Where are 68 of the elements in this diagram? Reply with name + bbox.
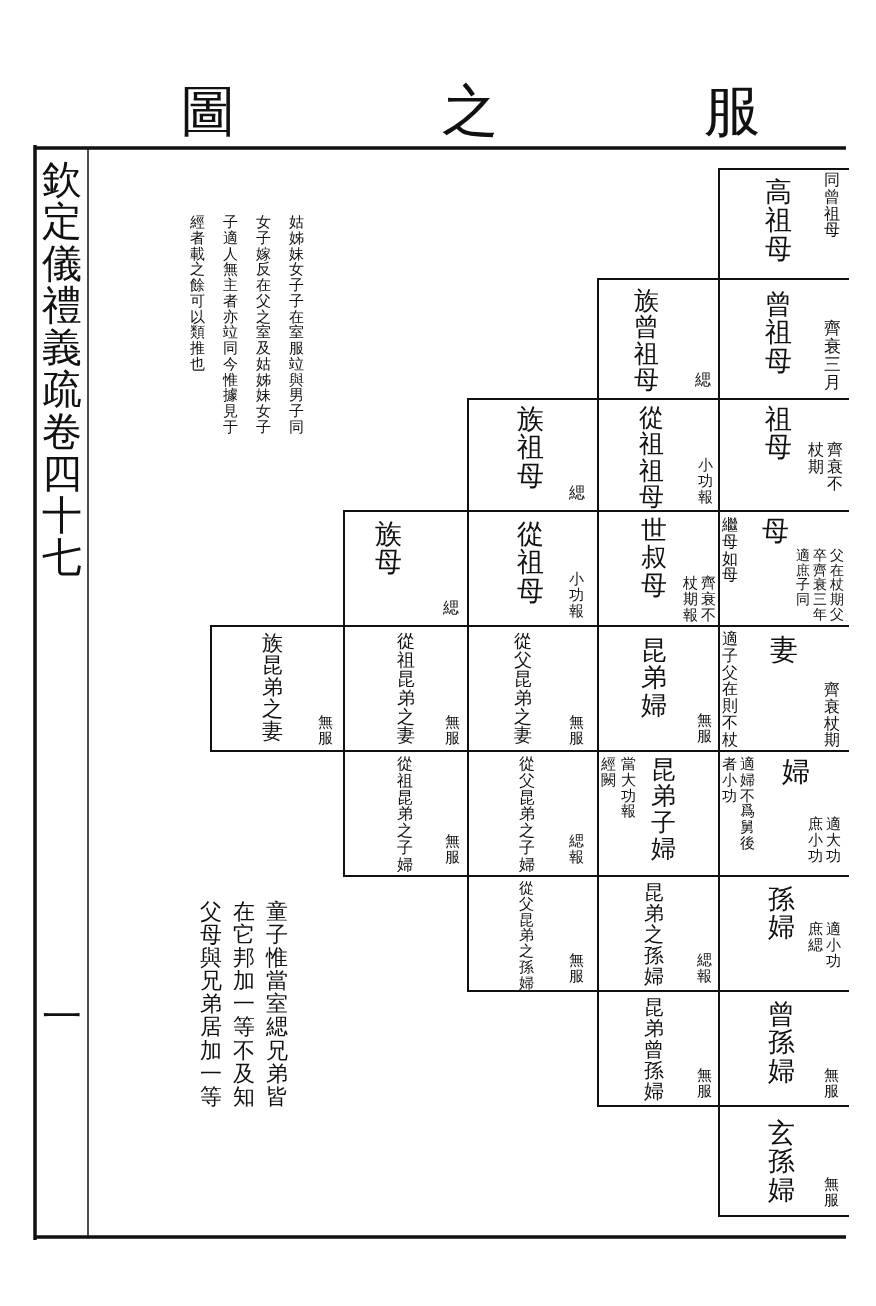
mourning-note: 小功報 [698, 458, 713, 507]
mourning-note: 齊衰不杖期 [808, 442, 843, 495]
mourning-note: 緦報 [569, 834, 584, 867]
kinship-cell [210, 625, 345, 752]
title: 服之圖 [180, 82, 760, 142]
mourning-note: 適小功庶緦 [808, 922, 841, 971]
kinship-cell [597, 278, 720, 400]
relation-name: 孫婦 [768, 885, 795, 943]
relation-name: 族昆弟之妻 [262, 632, 283, 744]
relation-name: 母 [762, 517, 789, 547]
kinship-cell [467, 875, 599, 992]
mourning-note: 緦 [443, 600, 459, 618]
relation-name: 從祖昆弟之子婦 [397, 756, 413, 875]
relation-name: 族祖母 [517, 405, 544, 492]
mourning-note: 無服 [445, 834, 460, 867]
book-title: 欽定儀禮義疏卷四十七 [42, 158, 82, 579]
relation-name: 玄孫婦 [768, 1119, 795, 1206]
relation-name: 曾祖母 [765, 290, 792, 377]
mourning-note: 齊衰杖期 [824, 682, 840, 751]
relation-name: 從父昆弟之子婦 [519, 756, 535, 875]
mourning-note: 無服 [697, 713, 712, 746]
mourning-note: 適大功庶小功 [808, 817, 841, 866]
mourning-note: 適婦不爲舅後者小功 [722, 757, 755, 853]
mourning-note: 小功報 [569, 572, 584, 621]
mourning-note: 無服 [445, 715, 460, 748]
mourning-note: 適子父在則不杖 [722, 631, 738, 750]
mourning-note: 無服 [569, 953, 584, 986]
mourning-note: 同曾祖母 [824, 172, 840, 241]
kinship-cell [597, 990, 720, 1107]
relation-name: 祖母 [765, 405, 792, 463]
relation-name: 婦 [782, 757, 810, 788]
note-text: 姑姊妹女子子在室服竝與男子同女子嫁反在父之室及姑姊妹女子子適人無主者亦竝同今惟據見于經者載之餘可以類推也 [190, 215, 304, 437]
relation-name: 昆弟婦 [641, 637, 667, 720]
mourning-note: 緦 [569, 485, 585, 503]
relation-name: 曾孫婦 [768, 1000, 795, 1087]
mourning-note: 無服 [569, 715, 584, 748]
kinship-cell [467, 398, 599, 512]
kinship-cell [718, 168, 849, 280]
relation-name: 昆弟子婦 [651, 757, 676, 863]
mourning-note: 繼母如母 [722, 517, 738, 586]
mourning-note: 無服 [824, 1177, 839, 1210]
page-number: 一 [42, 995, 82, 1038]
relation-name: 昆弟之孫婦 [644, 882, 664, 988]
mourning-note: 當大功報 [621, 757, 636, 821]
mourning-note: 無服 [318, 715, 333, 748]
mourning-note: 齊衰三月 [824, 320, 841, 393]
relation-name: 從父昆弟之孫婦 [519, 881, 534, 993]
mourning-note: 經闕 [601, 757, 616, 790]
kinship-cell [343, 750, 469, 877]
note-text: 童子惟當室緦兄弟皆在它邦加一等不及知父母與兄弟居加一等 [200, 900, 288, 1109]
mourning-note: 緦 [695, 372, 711, 390]
kinship-cell [718, 1105, 849, 1217]
relation-name: 高祖母 [765, 178, 792, 265]
relation-name: 從祖祖母 [639, 405, 664, 511]
relation-name: 昆弟曾孫婦 [644, 997, 664, 1103]
relation-name: 族曾祖母 [634, 288, 659, 394]
mourning-note: 無服 [824, 1068, 839, 1101]
mourning-note: 緦報 [697, 953, 712, 986]
kinship-cell [343, 510, 469, 627]
mourning-note: 齊衰不杖期報 [683, 576, 716, 625]
relation-name: 世叔母 [641, 517, 667, 600]
relation-name: 從祖昆弟之妻 [397, 632, 415, 747]
relation-name: 從父昆弟之妻 [514, 632, 532, 747]
relation-name: 從祖母 [517, 520, 544, 607]
relation-name: 族母 [375, 520, 402, 578]
mourning-note: 無服 [697, 1068, 712, 1101]
mourning-note: 父在杖期父卒齊衰三年適庶子同 [796, 548, 844, 623]
relation-name: 妻 [770, 635, 798, 666]
